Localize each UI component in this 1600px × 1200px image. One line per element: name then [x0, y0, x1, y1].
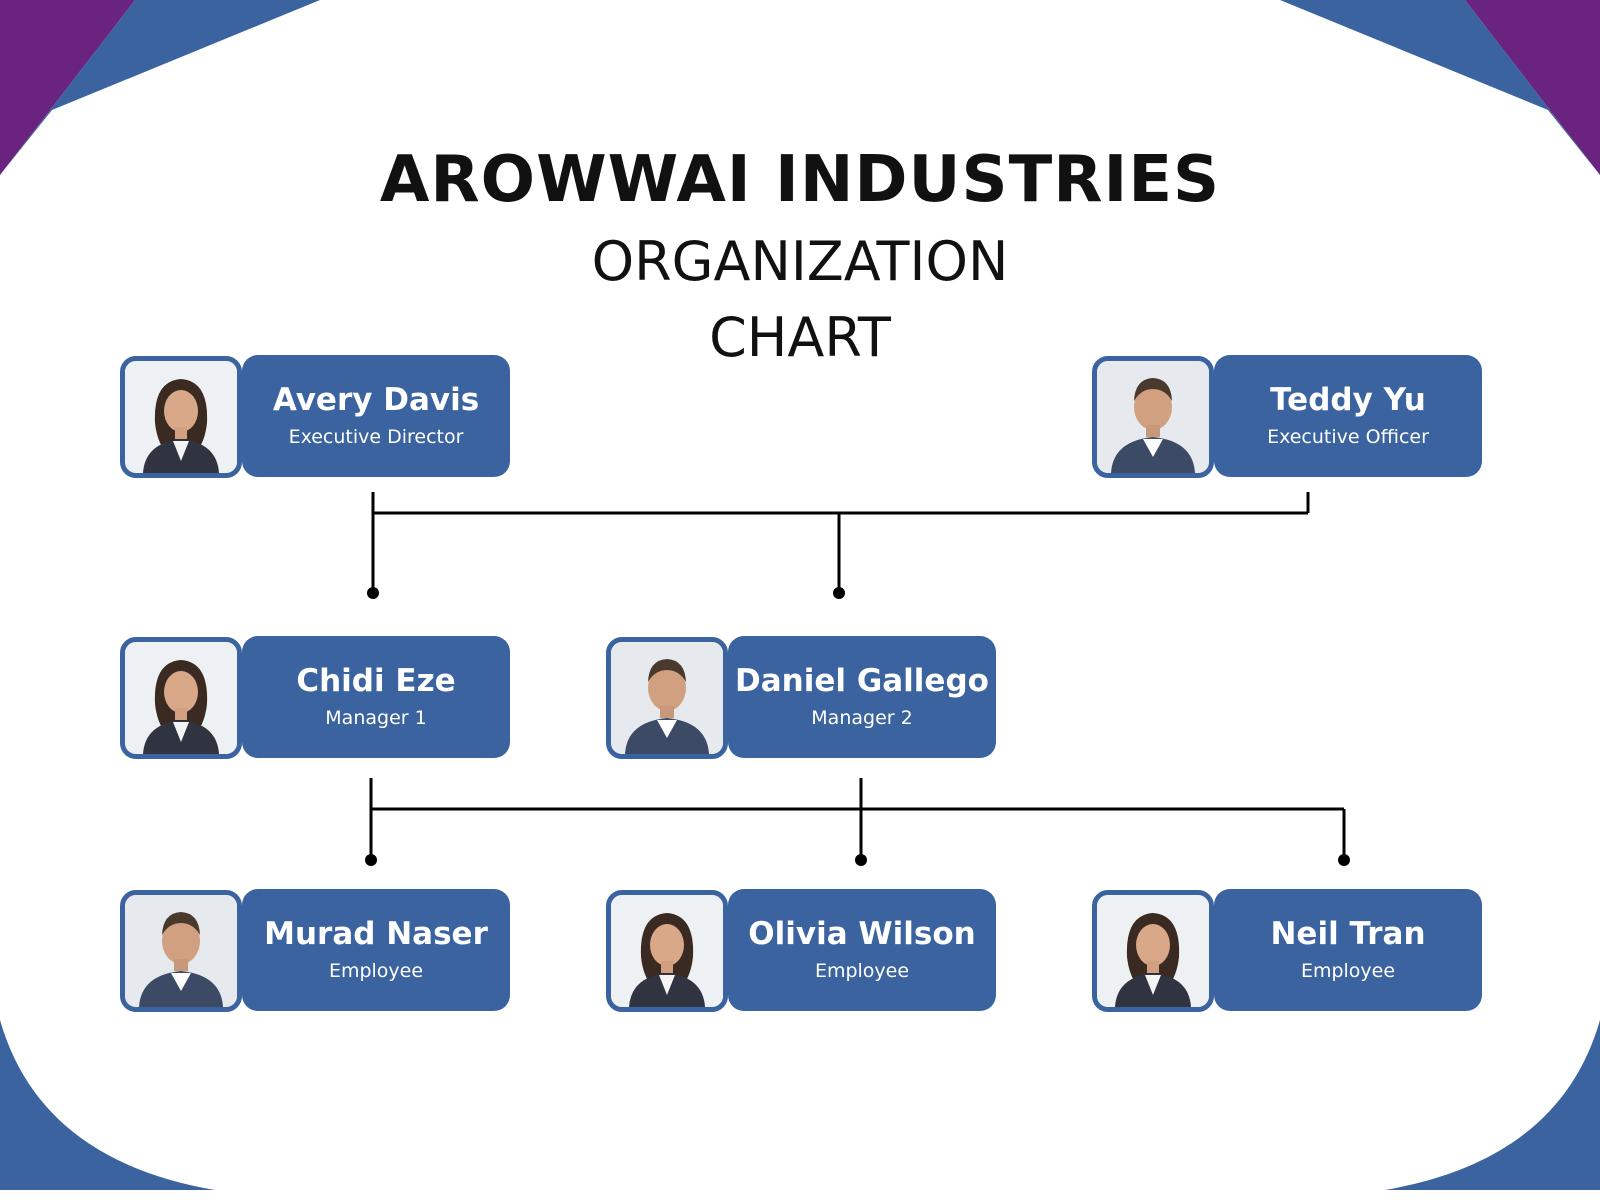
man-portrait-icon — [611, 642, 723, 754]
avatar — [120, 890, 242, 1012]
avatar — [120, 637, 242, 759]
woman-portrait-icon — [611, 895, 723, 1007]
person-name: Avery Davis — [272, 382, 480, 418]
bottom-left-blue-corner — [0, 1020, 215, 1190]
avatar — [1092, 356, 1214, 478]
person-role: Manager 1 — [325, 707, 427, 729]
person-card-chidi-eze[interactable]: Chidi Eze Manager 1 — [120, 636, 510, 760]
man-portrait-icon — [1097, 361, 1209, 473]
chart-subtitle: ORGANIZATION CHART — [591, 230, 1009, 369]
name-plate: Murad Naser Employee — [242, 889, 510, 1011]
person-role: Employee — [814, 960, 910, 982]
bottom-right-blue-corner — [1385, 1020, 1600, 1190]
avatar — [606, 890, 728, 1012]
person-card-teddy-yu[interactable]: Teddy Yu Executive Officer — [1092, 355, 1482, 479]
name-plate: Olivia Wilson Employee — [728, 889, 996, 1011]
woman-portrait-icon — [1097, 895, 1209, 1007]
person-name: Neil Tran — [1270, 916, 1426, 952]
name-plate: Avery Davis Executive Director — [242, 355, 510, 477]
name-plate: Chidi Eze Manager 1 — [242, 636, 510, 758]
person-role: Executive Director — [288, 426, 464, 448]
chart-title: AROWWAI INDUSTRIES ORGANIZATION CHART — [0, 140, 1600, 376]
person-name: Murad Naser — [264, 916, 488, 952]
avatar — [120, 356, 242, 478]
person-role: Executive Officer — [1267, 426, 1429, 448]
connector-dot-daniel — [833, 587, 845, 599]
person-card-neil-tran[interactable]: Neil Tran Employee — [1092, 889, 1482, 1013]
name-plate: Daniel Gallego Manager 2 — [728, 636, 996, 758]
person-name: Teddy Yu — [1270, 382, 1426, 418]
person-role: Employee — [328, 960, 424, 982]
person-role: Manager 2 — [811, 707, 913, 729]
top-left-blue-corner — [0, 0, 320, 175]
avatar — [1092, 890, 1214, 1012]
connector-dot-chidi — [367, 587, 379, 599]
person-role: Employee — [1300, 960, 1396, 982]
person-name: Daniel Gallego — [735, 663, 989, 699]
company-name: AROWWAI INDUSTRIES — [379, 143, 1221, 217]
man-portrait-icon — [125, 895, 237, 1007]
person-name: Olivia Wilson — [748, 916, 976, 952]
woman-portrait-icon — [125, 361, 237, 473]
person-card-daniel-gallego[interactable]: Daniel Gallego Manager 2 — [606, 636, 996, 760]
person-card-murad-naser[interactable]: Murad Naser Employee — [120, 889, 510, 1013]
avatar — [606, 637, 728, 759]
connector-dot-olivia — [855, 854, 867, 866]
person-card-avery-davis[interactable]: Avery Davis Executive Director — [120, 355, 510, 479]
connector-dot-neil — [1338, 854, 1350, 866]
connector-dot-murad — [365, 854, 377, 866]
name-plate: Teddy Yu Executive Officer — [1214, 355, 1482, 477]
person-name: Chidi Eze — [296, 663, 456, 699]
person-card-olivia-wilson[interactable]: Olivia Wilson Employee — [606, 889, 996, 1013]
top-right-blue-corner — [1280, 0, 1600, 175]
name-plate: Neil Tran Employee — [1214, 889, 1482, 1011]
woman-portrait-icon — [125, 642, 237, 754]
